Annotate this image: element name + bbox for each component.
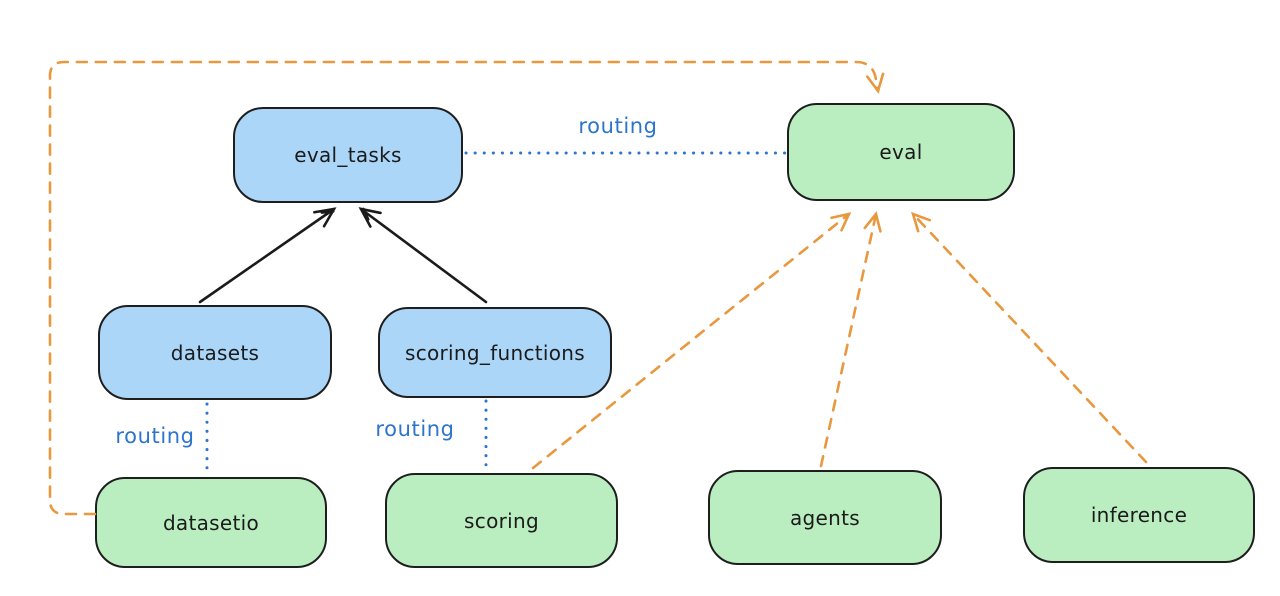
node-scoring: scoring xyxy=(385,473,618,568)
node-datasets-label: datasets xyxy=(170,340,260,365)
node-inference: inference xyxy=(1023,467,1255,563)
node-inference-label: inference xyxy=(1090,503,1188,527)
node-scoring-functions: scoring_functions xyxy=(378,307,612,398)
node-eval-tasks-label: eval_tasks xyxy=(294,143,402,167)
edge-label-routing-datasets: routing xyxy=(115,424,195,448)
edge-label-routing-scoring: routing xyxy=(375,417,455,441)
node-datasetio: datasetio xyxy=(95,477,327,568)
node-eval-tasks: eval_tasks xyxy=(233,107,463,203)
node-eval-label: eval xyxy=(879,140,923,164)
node-scoring-label: scoring xyxy=(464,508,539,533)
node-datasetio-label: datasetio xyxy=(162,510,260,535)
node-datasets: datasets xyxy=(98,305,332,400)
node-agents: agents xyxy=(708,470,942,565)
edge-scoring-functions-to-eval-tasks xyxy=(358,207,488,304)
node-scoring-functions-label: scoring_functions xyxy=(404,340,586,365)
node-agents-label: agents xyxy=(790,505,860,530)
edge-label-routing-top: routing xyxy=(578,114,658,138)
edge-inference-to-eval xyxy=(911,211,1148,464)
node-eval: eval xyxy=(787,103,1015,201)
edge-agents-to-eval xyxy=(819,211,882,468)
edge-datasets-to-eval-tasks xyxy=(198,207,337,304)
